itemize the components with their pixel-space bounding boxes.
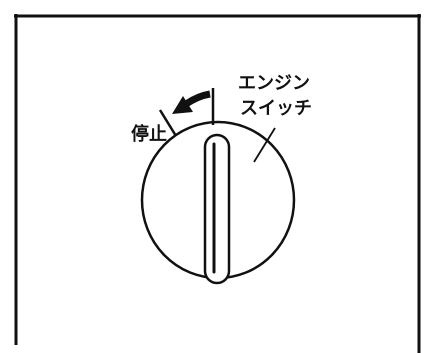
curved-arrow-left-icon <box>172 90 211 114</box>
position-mark-stop <box>158 109 178 137</box>
engine-switch-label-line1: エンジン <box>238 73 310 94</box>
engine-switch-label-line2: スイッチ <box>240 98 312 119</box>
label-leader-line <box>253 127 276 163</box>
frame <box>14 14 421 353</box>
stop-position-label: 停止 <box>131 124 167 145</box>
knob-grip-slot <box>203 133 231 285</box>
